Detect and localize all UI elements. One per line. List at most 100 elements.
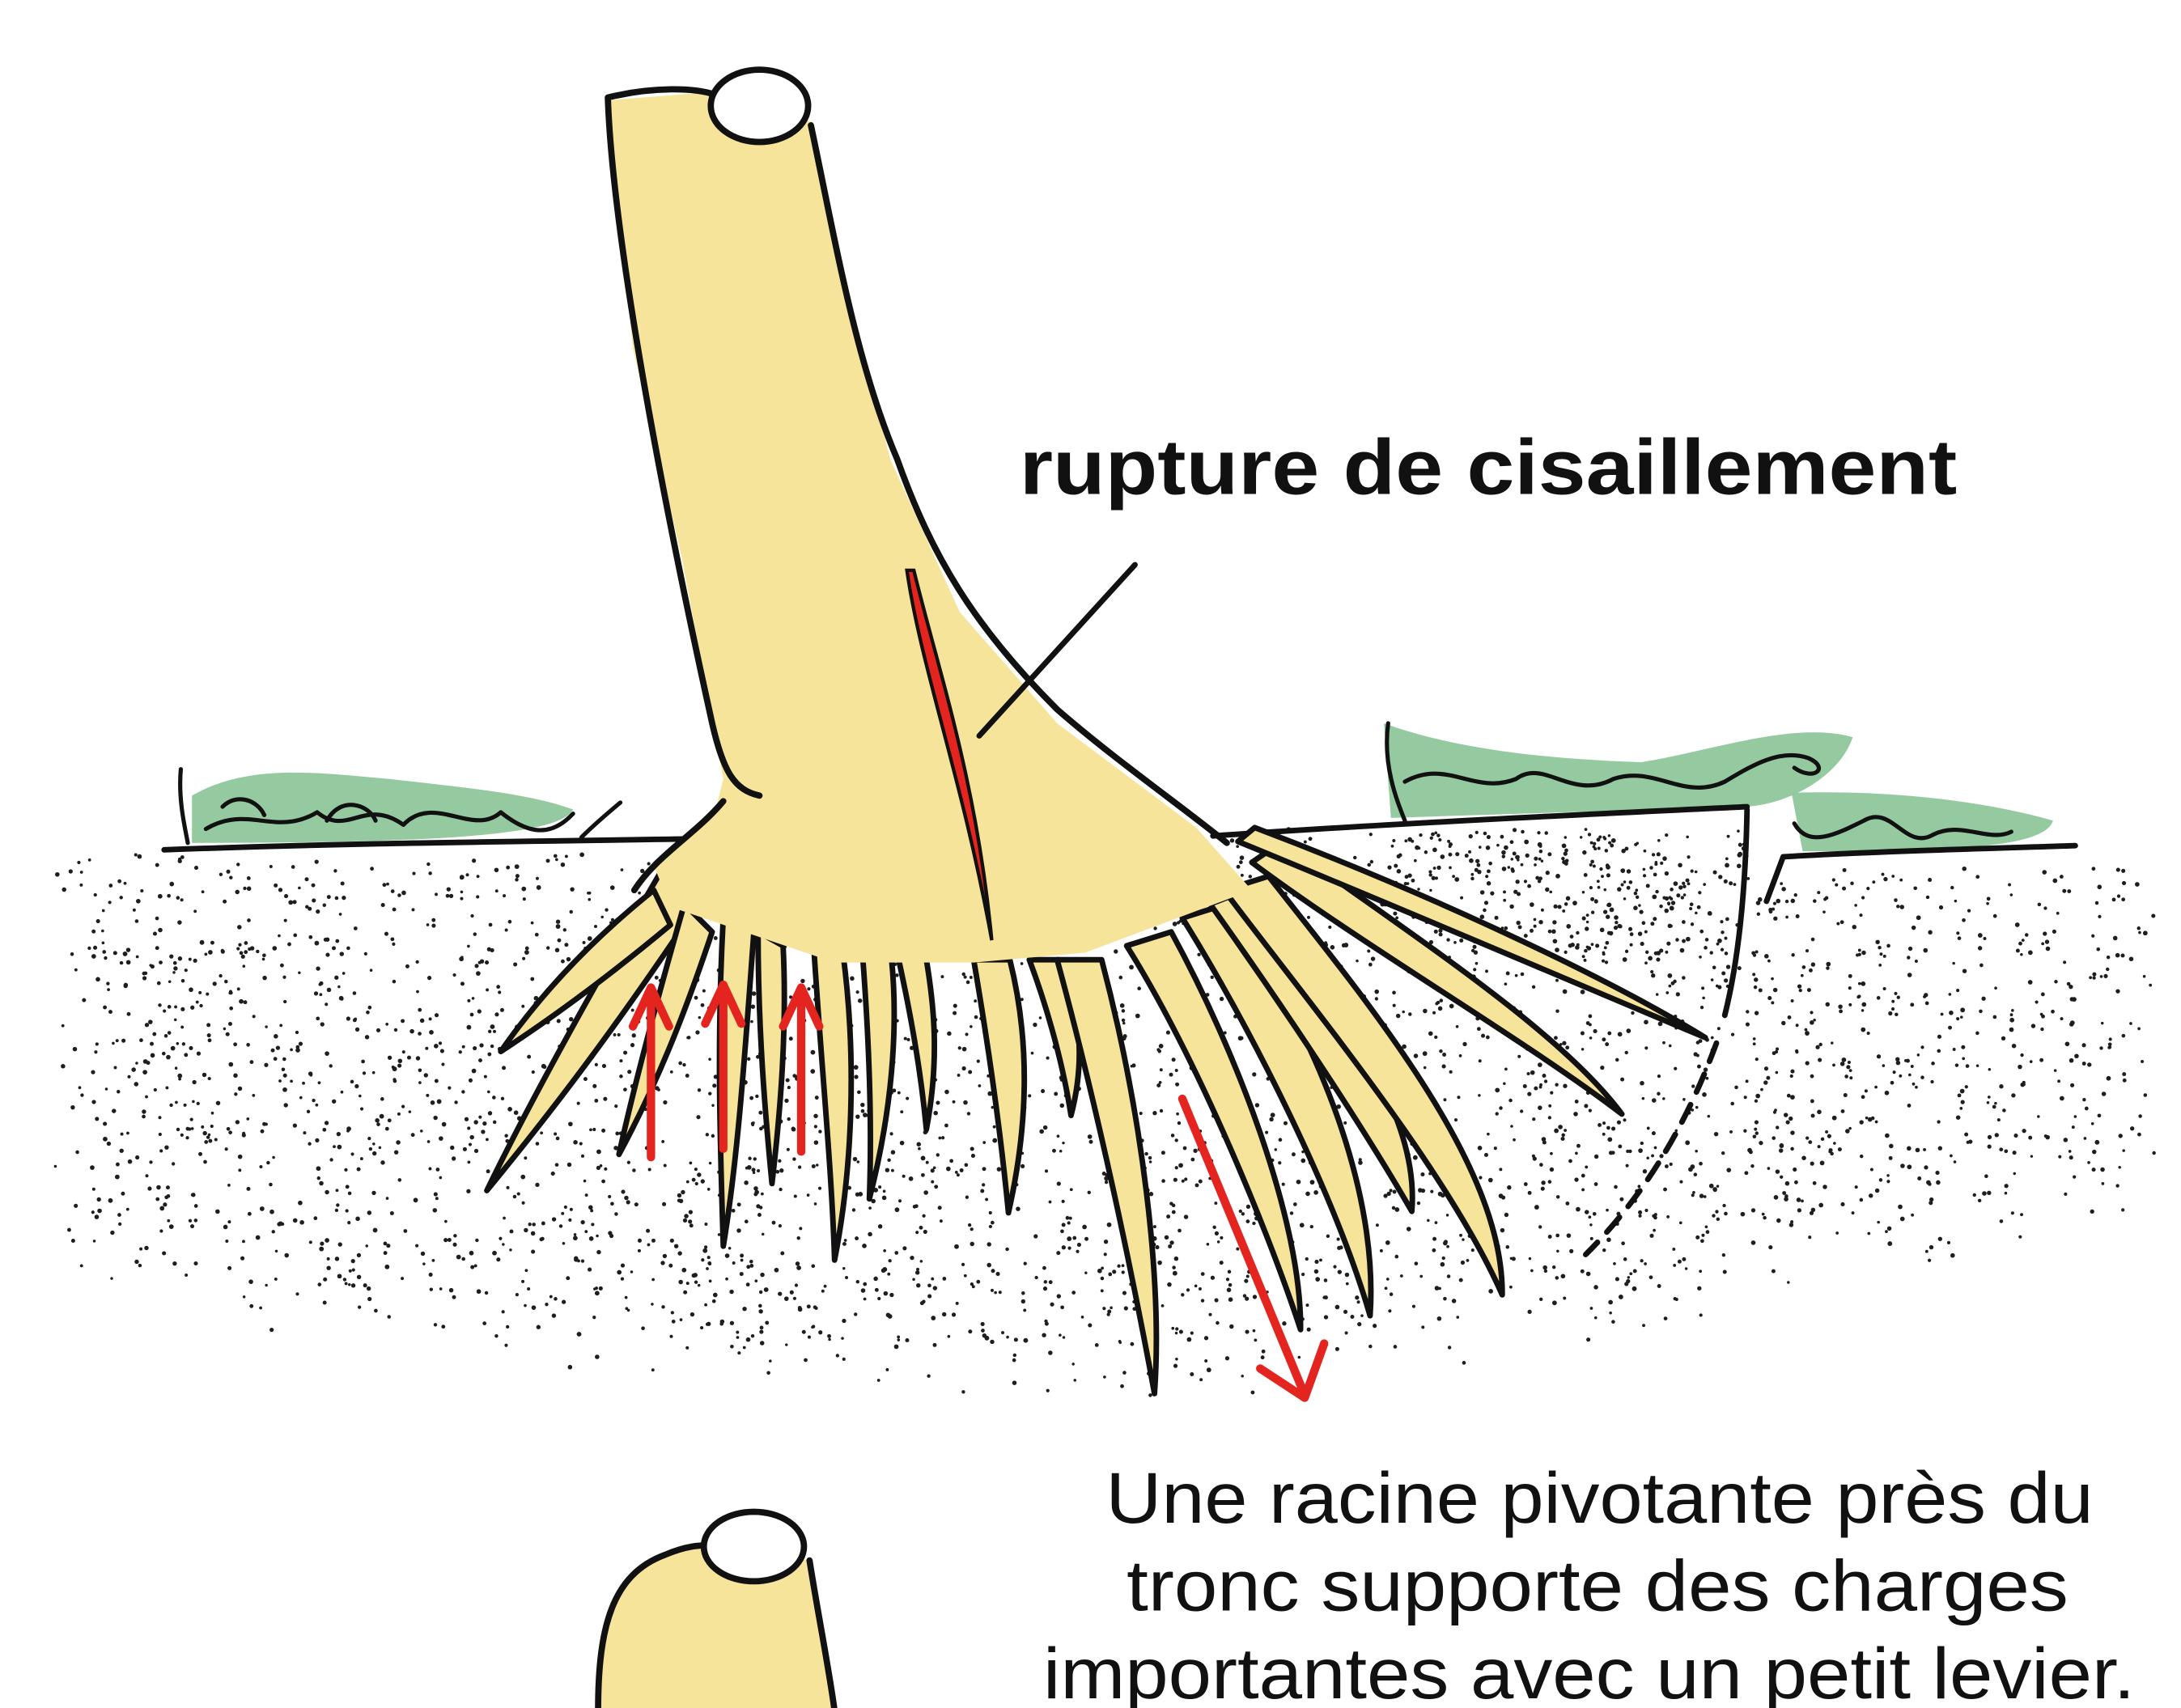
soil-dot	[1967, 1141, 1970, 1144]
soil-dot	[266, 1161, 269, 1164]
soil-dot	[1962, 969, 1967, 973]
soil-dot	[333, 869, 337, 872]
soil-dot	[435, 1013, 439, 1017]
soil-dot	[1396, 1014, 1400, 1018]
soil-dot	[1646, 1156, 1649, 1159]
soil-dot	[1584, 1104, 1588, 1108]
soil-dot	[1883, 987, 1886, 990]
soil-dot	[397, 893, 401, 897]
soil-dot	[1599, 867, 1602, 871]
soil-dot	[1124, 1306, 1128, 1310]
soil-dot	[1446, 938, 1449, 941]
soil-dot	[810, 1069, 815, 1074]
soil-dot	[2122, 1034, 2126, 1038]
soil-dot	[486, 1138, 489, 1141]
soil-dot	[269, 865, 273, 868]
soil-dot	[1858, 953, 1861, 956]
soil-dot	[1701, 986, 1704, 990]
soil-dot	[991, 1289, 994, 1292]
soil-dot	[478, 1058, 482, 1062]
soil-dot	[325, 1190, 329, 1194]
soil-dot	[737, 1351, 740, 1354]
soil-dot	[698, 1088, 701, 1091]
soil-dot	[484, 1075, 487, 1079]
soil-dot	[1175, 1358, 1178, 1361]
soil-dot	[2018, 1235, 2022, 1239]
soil-dot	[164, 1195, 168, 1199]
soil-dot	[1747, 1148, 1752, 1153]
soil-dot	[1861, 896, 1865, 899]
soil-dot	[499, 1237, 502, 1240]
soil-dot	[2117, 894, 2120, 897]
soil-dot	[701, 1258, 704, 1261]
soil-dot	[660, 1261, 664, 1265]
soil-dot	[757, 1213, 762, 1217]
soil-dot	[531, 922, 534, 925]
soil-dot	[121, 1133, 124, 1136]
soil-dot	[70, 1105, 74, 1109]
soil-dot	[1780, 882, 1783, 885]
soil-dot	[1939, 905, 1943, 909]
soil-dot	[1313, 1190, 1318, 1195]
soil-dot	[1241, 874, 1244, 877]
soil-dot	[1480, 890, 1484, 895]
soil-dot	[190, 1117, 193, 1121]
soil-dot	[554, 1297, 558, 1301]
soil-dot	[186, 1127, 190, 1131]
soil-dot	[363, 1283, 367, 1287]
soil-dot	[1255, 1103, 1259, 1107]
soil-dot	[1054, 1092, 1058, 1096]
soil-dot	[452, 1158, 456, 1161]
soil-dot	[144, 972, 147, 975]
soil-dot	[1801, 974, 1804, 977]
soil-dot	[1440, 998, 1444, 1002]
soil-dot	[190, 1224, 194, 1228]
soil-dot	[1763, 1080, 1767, 1084]
soil-dot	[821, 1290, 825, 1293]
soil-dot	[532, 1305, 537, 1310]
soil-dot	[1865, 1117, 1869, 1120]
soil-dot	[1624, 847, 1628, 851]
soil-dot	[1867, 1232, 1870, 1235]
soil-dot	[259, 1307, 262, 1310]
soil-dot	[1861, 951, 1866, 956]
soil-dot	[1501, 850, 1506, 855]
soil-dot	[1993, 1015, 1997, 1019]
soil-dot	[1581, 990, 1585, 994]
soil-dot	[1305, 1257, 1309, 1261]
caption-line-2: tronc supporte des charges	[1127, 1545, 2069, 1625]
soil-dot	[748, 1157, 751, 1160]
soil-dot	[1394, 1255, 1398, 1259]
soil-dot	[796, 1265, 801, 1270]
soil-dot	[1949, 993, 1952, 996]
soil-dot	[54, 1165, 57, 1168]
soil-dot	[247, 887, 252, 892]
soil-dot	[367, 1210, 372, 1215]
soil-dot	[452, 1243, 456, 1247]
soil-dot	[1600, 1066, 1604, 1070]
soil-dot	[1220, 997, 1224, 1001]
soil-dot	[1013, 1354, 1016, 1357]
soil-dot	[2101, 1022, 2103, 1024]
soil-dot	[1214, 1202, 1217, 1205]
soil-dot	[1487, 869, 1491, 873]
soil-dot	[814, 1307, 817, 1310]
soil-dot	[2038, 903, 2042, 907]
soil-dot	[1555, 1010, 1559, 1013]
soil-dot	[144, 1246, 148, 1250]
soil-dot	[2022, 939, 2025, 942]
soil-dot	[1390, 1189, 1393, 1192]
soil-dot	[194, 1218, 198, 1223]
soil-dot	[1169, 1073, 1173, 1077]
soil-dot	[180, 855, 185, 859]
soil-dot	[1462, 1238, 1464, 1240]
soil-dot	[414, 1197, 418, 1202]
soil-dot	[1833, 1142, 1836, 1145]
soil-dot	[2025, 933, 2029, 937]
soil-dot	[1345, 1273, 1349, 1277]
soil-dot	[1418, 1188, 1423, 1193]
soil-dot	[2119, 1134, 2123, 1138]
soil-dot	[1414, 859, 1417, 862]
soil-dot	[335, 939, 339, 943]
soil-dot	[1606, 1237, 1611, 1242]
